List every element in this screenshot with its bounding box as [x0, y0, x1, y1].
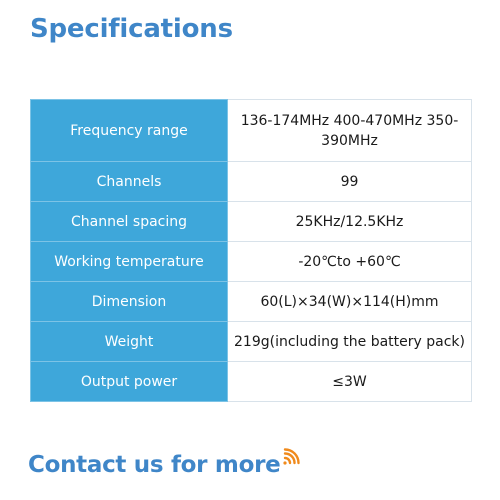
spec-label: Working temperature	[30, 241, 228, 282]
signal-waves-icon	[282, 448, 301, 466]
spec-label: Dimension	[30, 281, 228, 322]
spec-value: 25KHz/12.5KHz	[227, 201, 472, 242]
spec-label: Output power	[30, 361, 228, 402]
spec-value: 136-174MHz 400-470MHz 350-390MHz	[227, 99, 472, 162]
spec-row-channels: Channels 99	[30, 161, 472, 202]
contact-banner: Contact us for more	[28, 448, 301, 478]
contact-heading: Contact us for more	[28, 452, 281, 478]
spec-row-channel-spacing: Channel spacing 25KHz/12.5KHz	[30, 201, 472, 242]
spec-label: Channel spacing	[30, 201, 228, 242]
spec-value: 99	[227, 161, 472, 202]
spec-value: 60(L)×34(W)×114(H)mm	[227, 281, 472, 322]
section-heading: Specifications	[30, 14, 233, 44]
spec-label: Channels	[30, 161, 228, 202]
spec-label: Frequency range	[30, 99, 228, 162]
spec-value: 219g(including the battery pack)	[227, 321, 472, 362]
spec-value: -20℃to +60℃	[227, 241, 472, 282]
spec-value: ≤3W	[227, 361, 472, 402]
spec-row-dimension: Dimension 60(L)×34(W)×114(H)mm	[30, 281, 472, 322]
spec-row-output-power: Output power ≤3W	[30, 361, 472, 402]
specifications-table: Frequency range 136-174MHz 400-470MHz 35…	[30, 99, 472, 402]
spec-label: Weight	[30, 321, 228, 362]
spec-row-working-temperature: Working temperature -20℃to +60℃	[30, 241, 472, 282]
spec-row-weight: Weight 219g(including the battery pack)	[30, 321, 472, 362]
spec-row-frequency-range: Frequency range 136-174MHz 400-470MHz 35…	[30, 99, 472, 162]
